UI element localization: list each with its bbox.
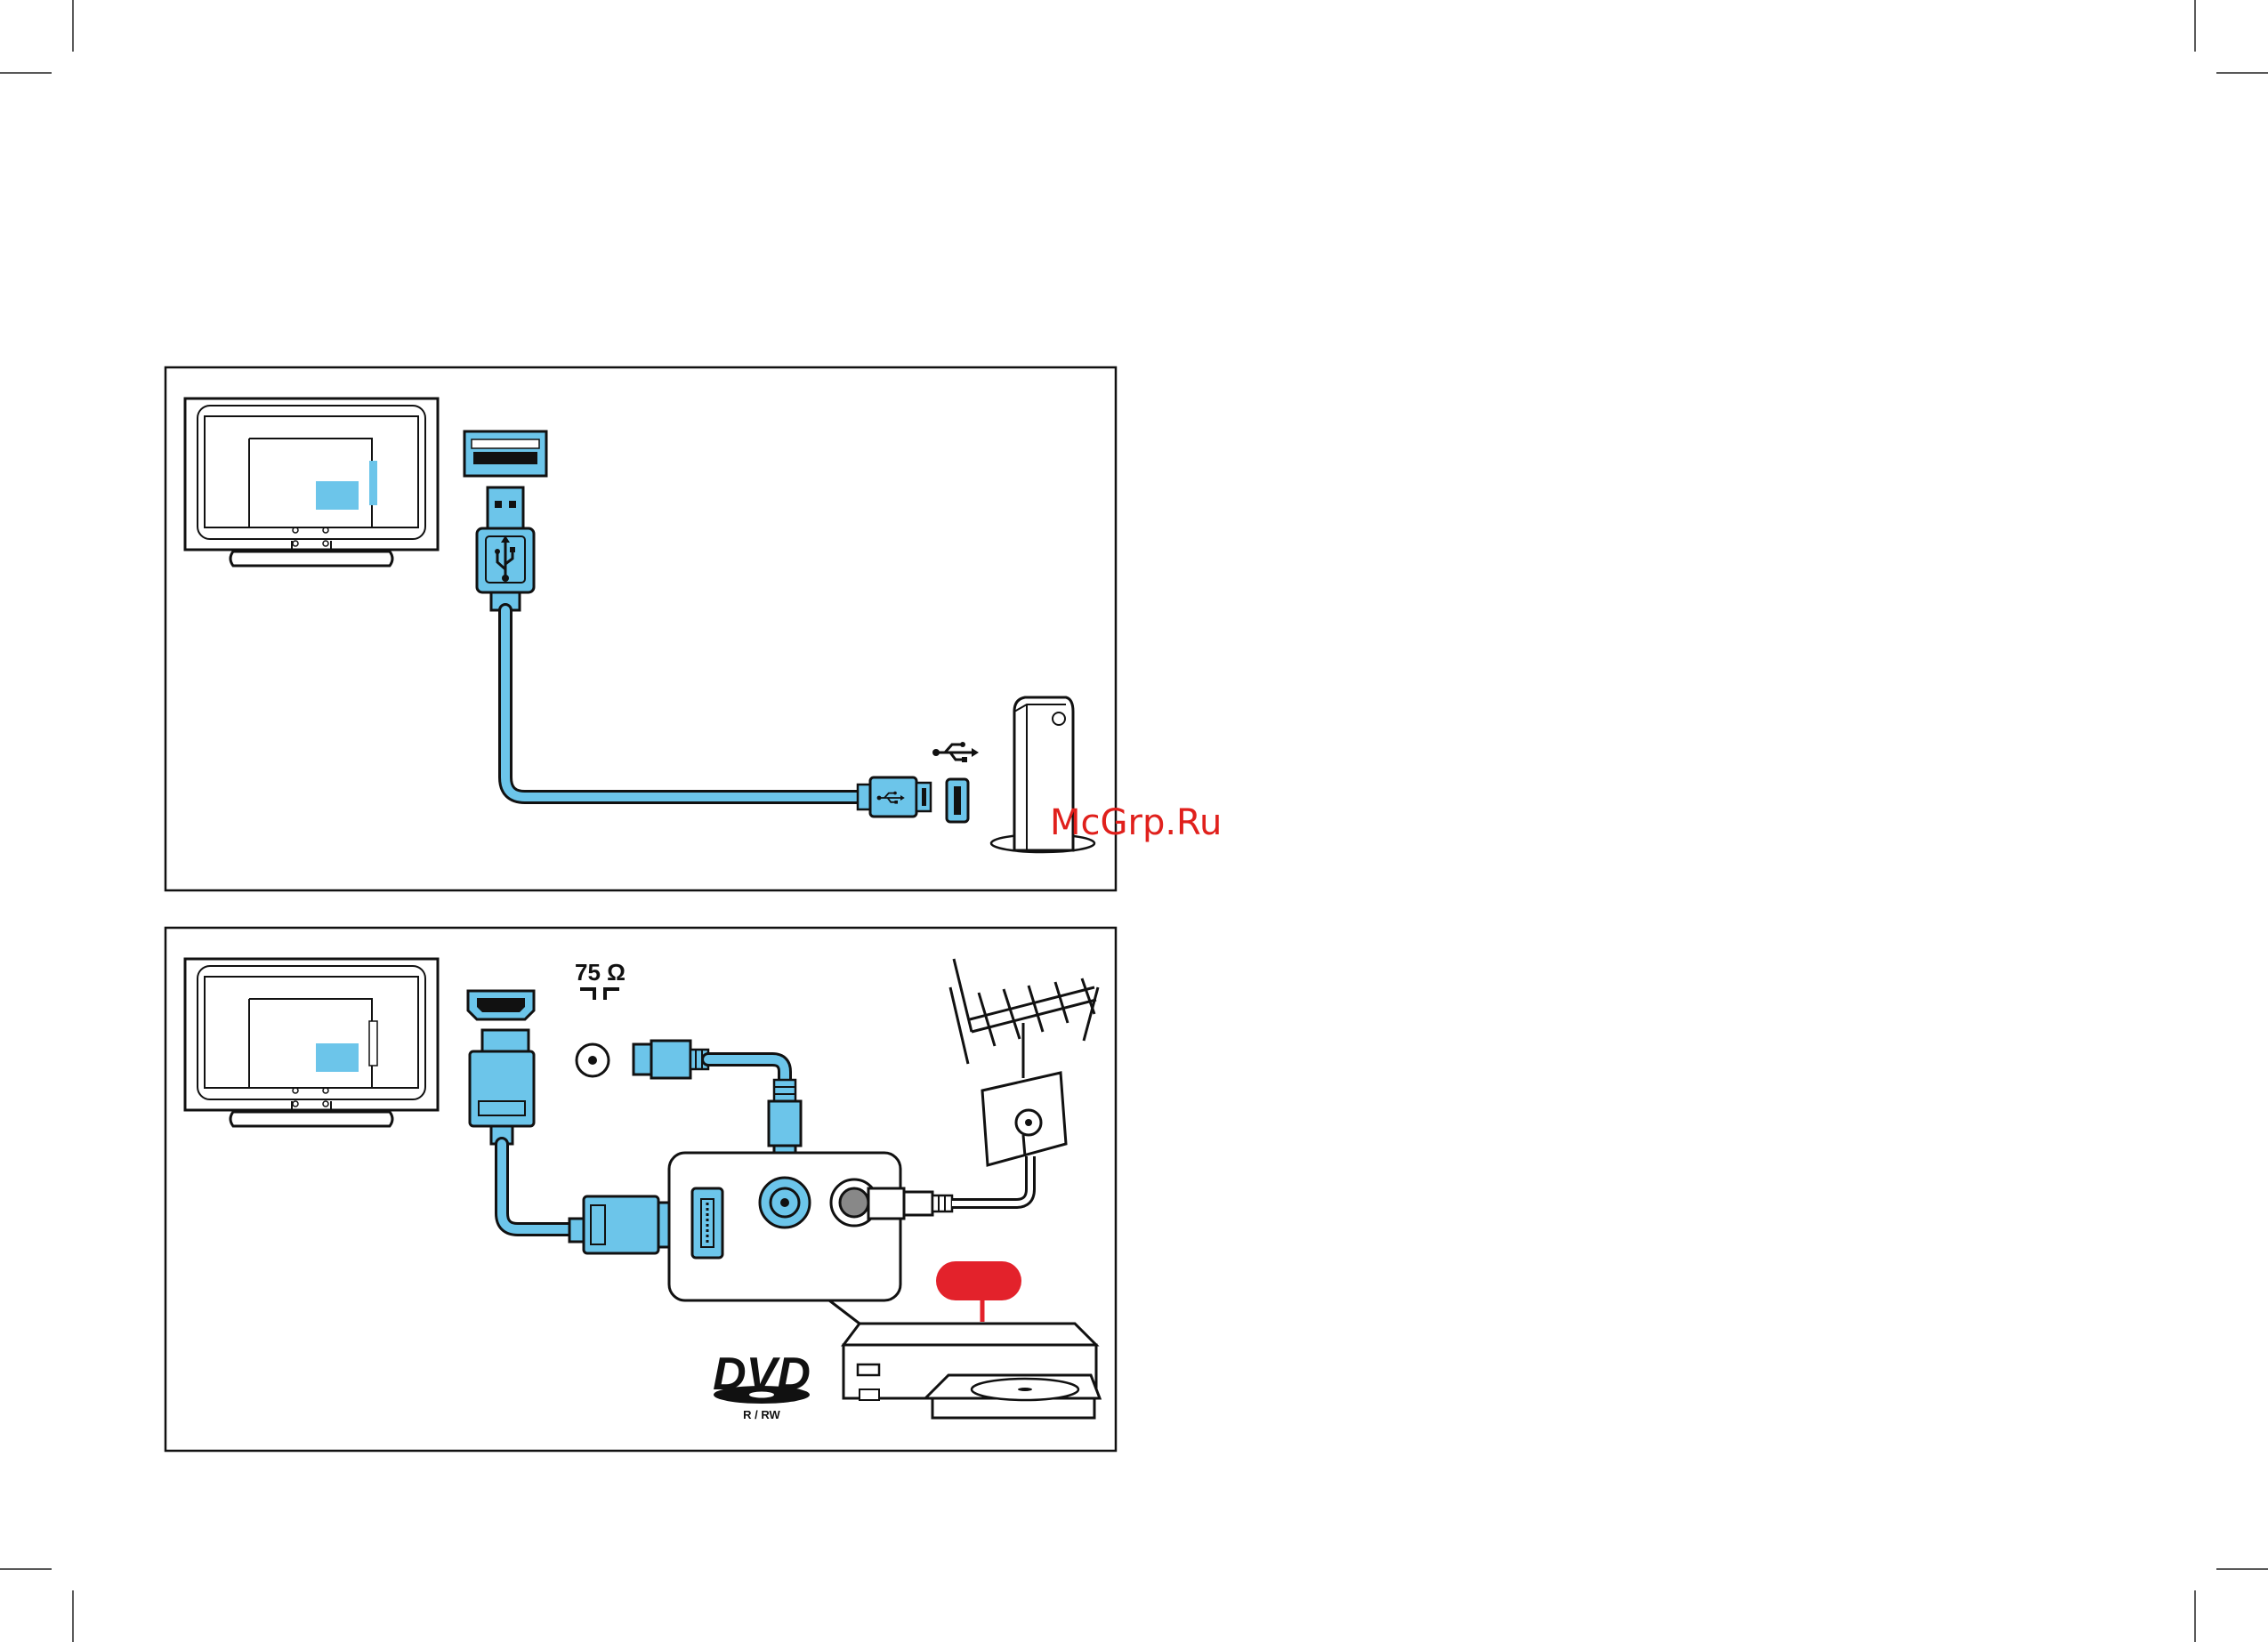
dvd-sub-label: R / RW [743, 1408, 780, 1421]
tv-back-icon [185, 959, 438, 1126]
usb-port-icon [464, 431, 546, 476]
recorder-back-panel [669, 1153, 900, 1324]
recorder-hdmi-port-icon [692, 1188, 722, 1258]
usb-device-port-icon [947, 779, 968, 822]
coax-port-icon [577, 1044, 609, 1076]
hdmi-plug-horizontal-icon [569, 1196, 682, 1253]
usb-connection-panel [165, 367, 1116, 890]
impedance-label: 75 Ω [575, 959, 626, 986]
tv-back-icon [185, 398, 438, 566]
hdmi-port-icon [468, 991, 534, 1019]
hdmi-dvd-connection-panel: 75 Ω [165, 928, 1116, 1451]
coax-plug-vertical-icon [769, 1080, 801, 1163]
watermark-text: McGrp.Ru [1050, 802, 1222, 843]
recorder-coax-in-icon [760, 1178, 810, 1227]
